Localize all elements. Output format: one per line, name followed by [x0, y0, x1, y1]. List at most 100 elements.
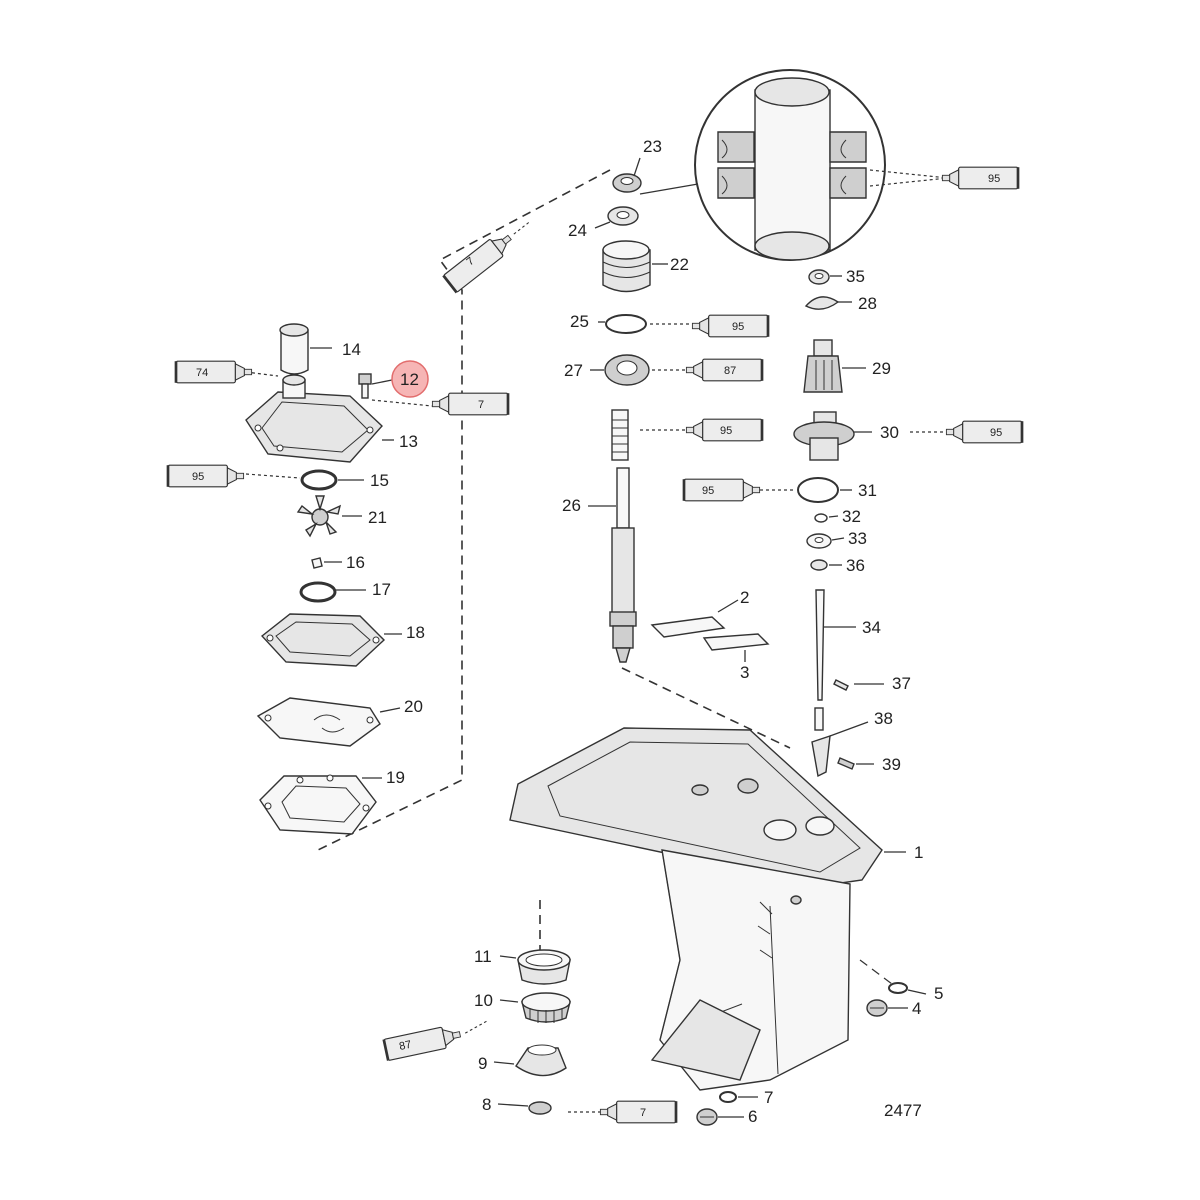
tube-label: 95 — [192, 471, 204, 483]
part-6-plug — [696, 1108, 744, 1126]
part-19-gasket — [259, 774, 382, 835]
part-20-plate — [256, 697, 401, 747]
callout-33[interactable]: 33 — [848, 529, 867, 548]
tube-label: 7 — [478, 399, 484, 411]
part-39-screw — [837, 757, 874, 770]
callout-14[interactable]: 14 — [342, 340, 361, 359]
tube-label: 95 — [732, 321, 744, 333]
callout-21[interactable]: 21 — [368, 508, 387, 527]
callout-4[interactable]: 4 — [912, 999, 921, 1018]
part-8-washer — [497, 1101, 552, 1115]
callout-23[interactable]: 23 — [643, 137, 662, 156]
callout-11[interactable]: 11 — [474, 947, 492, 966]
callout-36[interactable]: 36 — [846, 556, 865, 575]
callout-6[interactable]: 6 — [748, 1107, 757, 1126]
callout-10[interactable]: 10 — [474, 991, 493, 1010]
callout-16[interactable]: 16 — [346, 553, 365, 572]
part-11-bearing-cup — [499, 949, 571, 985]
callout-34[interactable]: 34 — [862, 618, 881, 637]
tube-label: 95 — [720, 425, 732, 437]
sealant-tube-95-part25 — [691, 313, 770, 339]
callout-3[interactable]: 3 — [740, 663, 749, 682]
callout-19[interactable]: 19 — [386, 768, 405, 787]
part-2-shim — [650, 599, 739, 638]
callout-5[interactable]: 5 — [934, 984, 943, 1003]
callout-32[interactable]: 32 — [842, 507, 861, 526]
part-16-key — [311, 557, 342, 569]
callout-22[interactable]: 22 — [670, 255, 689, 274]
callout-28[interactable]: 28 — [858, 294, 877, 313]
callout-39[interactable]: 39 — [882, 755, 901, 774]
tube-label: 87 — [398, 1039, 412, 1053]
callout-8[interactable]: 8 — [482, 1095, 491, 1114]
callout-20[interactable]: 20 — [404, 697, 423, 716]
part-24-washer — [594, 206, 639, 229]
callout-27[interactable]: 27 — [564, 361, 583, 380]
part-32-ring — [814, 513, 839, 523]
tube-label: 95 — [988, 173, 1000, 185]
seal-detail-magnifier — [639, 69, 949, 261]
callout-37[interactable]: 37 — [892, 674, 911, 693]
callout-38[interactable]: 38 — [874, 709, 893, 728]
assembly-path-lines — [317, 169, 791, 1113]
part-31-o-ring — [760, 477, 852, 503]
callout-18[interactable]: 18 — [406, 623, 425, 642]
part-22-bushing — [602, 240, 668, 293]
part-4-plug — [866, 999, 908, 1017]
callout-9[interactable]: 9 — [478, 1054, 487, 1073]
part-33-washer — [806, 533, 845, 549]
callout-12-highlight[interactable] — [391, 360, 429, 398]
part-28-clip — [804, 296, 852, 310]
callout-29[interactable]: 29 — [872, 359, 891, 378]
part-9-spacer — [493, 1044, 567, 1077]
callout-31[interactable]: 31 — [858, 481, 877, 500]
part-13-pump-housing — [245, 371, 394, 463]
sealant-tube-87-bottom — [382, 1020, 487, 1062]
sealant-tube-95-top-right — [941, 165, 1020, 191]
sealant-tube-74 — [174, 359, 253, 385]
sealant-tube-95-left — [166, 463, 245, 489]
part-10-tapered-bearing — [499, 992, 571, 1023]
part-29-shift-coupling — [803, 339, 866, 393]
part-27-bearing — [590, 354, 692, 386]
sealant-tube-7-upper — [442, 221, 530, 294]
callout-13[interactable]: 13 — [399, 432, 418, 451]
callout-7[interactable]: 7 — [764, 1088, 773, 1107]
callout-15[interactable]: 15 — [370, 471, 389, 490]
tube-label: 74 — [196, 367, 208, 379]
tube-label: 87 — [724, 365, 736, 377]
callout-17[interactable]: 17 — [372, 580, 391, 599]
part-12-screw — [358, 373, 433, 407]
callout-26[interactable]: 26 — [562, 496, 581, 515]
part-7-o-ring — [719, 1091, 758, 1103]
callout-12[interactable]: 12 — [400, 370, 419, 389]
sealant-tube-95-part31 — [682, 477, 761, 503]
callout-1[interactable]: 1 — [914, 843, 923, 862]
part-15-seal — [245, 469, 364, 491]
part-3-shim — [702, 633, 770, 662]
callout-24[interactable]: 24 — [568, 221, 587, 240]
part-35-nut — [808, 269, 842, 285]
sealant-tube-7-mid — [431, 391, 510, 417]
part-21-impeller — [296, 495, 362, 538]
part-14-sleeve — [279, 323, 332, 375]
part-38-shift-cam — [811, 707, 869, 778]
part-36-washer — [810, 559, 842, 571]
callout-2[interactable]: 2 — [740, 588, 749, 607]
tube-label: 7 — [640, 1107, 646, 1119]
part-18-gasket — [260, 613, 402, 667]
callout-25[interactable]: 25 — [570, 312, 589, 331]
sealant-tube-95-part30 — [945, 419, 1024, 445]
tube-label: 95 — [702, 485, 714, 497]
tube-label: 95 — [990, 427, 1002, 439]
part-37-pin — [833, 679, 884, 691]
part-25-o-ring — [598, 314, 692, 334]
part-34-shift-shaft — [815, 589, 856, 701]
part-23-bearing — [612, 157, 642, 193]
sealant-tube-7-bottom — [599, 1099, 678, 1125]
part-17-seal — [299, 581, 366, 603]
part-26-drive-shaft — [588, 409, 692, 663]
callout-35[interactable]: 35 — [846, 267, 865, 286]
callout-30[interactable]: 30 — [880, 423, 899, 442]
